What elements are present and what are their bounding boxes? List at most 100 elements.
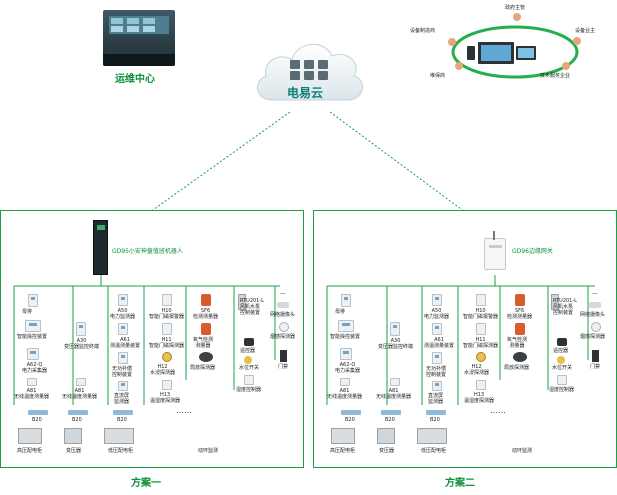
label-a61: A61 测温测量装置 xyxy=(424,337,455,349)
label-cam: 网络摄像头 xyxy=(270,312,296,318)
device-h11 xyxy=(476,323,486,335)
stakeholder-gov: 政府主管 xyxy=(505,5,526,11)
device-ext xyxy=(28,294,38,307)
label-rtu: RTU201-L 风机水泵 控制装置 xyxy=(240,298,264,316)
device-a81 xyxy=(340,378,350,386)
cloud-label: 电易云 xyxy=(287,86,324,100)
device-meter xyxy=(25,320,41,332)
device-irc xyxy=(432,352,442,364)
device-meter xyxy=(338,320,354,332)
lv-cabinet xyxy=(104,428,134,444)
label-lc: 湿度控制器 xyxy=(549,387,575,393)
device-lc xyxy=(557,375,567,385)
label-door: 门禁 xyxy=(278,364,289,370)
device-cam xyxy=(589,302,601,308)
device-o2 xyxy=(201,323,211,335)
label-a30: A30 变压器监控终端 xyxy=(64,338,100,350)
device-wl xyxy=(244,356,252,364)
device-a81 xyxy=(27,378,37,386)
device-smoke xyxy=(199,352,213,362)
person-icon xyxy=(448,38,456,46)
device-b20-1 xyxy=(28,410,48,415)
label-cam: 网络摄像头 xyxy=(580,312,606,318)
label-b20-2: B20 xyxy=(385,417,395,423)
device-rtu xyxy=(551,294,559,310)
gateway-label: GD96边缘网关 xyxy=(512,248,553,255)
label-a62: A62-Q 电力采集器 xyxy=(335,362,361,374)
bottom-label-4: 动环监测 xyxy=(512,448,533,454)
device-wl xyxy=(557,356,565,364)
robot-label: GD95小安神童值班机器人 xyxy=(112,248,183,255)
bottom-label-2: 变压器 xyxy=(379,448,395,454)
device-ac xyxy=(244,338,254,346)
device-b20-3 xyxy=(426,410,446,415)
device-rtu xyxy=(238,294,246,310)
cloud-icon xyxy=(257,43,363,101)
ops-center-photo xyxy=(103,10,175,66)
device-o2 xyxy=(515,323,525,335)
device-h13 xyxy=(162,380,172,390)
device-b20-1 xyxy=(341,410,361,415)
person-icon xyxy=(573,37,581,45)
bottom-label-3: 低压配电柜 xyxy=(108,448,134,454)
device-a62 xyxy=(340,348,352,360)
bottom-label-1: 高压配电柜 xyxy=(330,448,356,454)
label-h10: H10 智能门磁报警器 xyxy=(463,308,499,320)
device-h10 xyxy=(162,294,172,306)
label-wl: 水位开关 xyxy=(552,365,573,371)
label-smoke: 局放探测器 xyxy=(190,365,216,371)
label-ext: 母排 xyxy=(22,309,33,315)
label-sf6: SF6 检测测量器 xyxy=(193,308,219,320)
device-door xyxy=(592,350,599,362)
label-b20-1: B20 xyxy=(32,417,42,423)
label-a81b: A81 无线温度测量器 xyxy=(62,388,98,400)
label-door: 门禁 xyxy=(590,364,601,370)
label-a81: A81 无线温度测量器 xyxy=(14,388,50,400)
device-a50 xyxy=(118,294,128,306)
device-door xyxy=(280,350,287,362)
label-meter: 智能操控装置 xyxy=(330,334,361,340)
label-o2: 氧气检测 测量器 xyxy=(507,337,528,349)
label-h12: H12 水浸探测器 xyxy=(150,364,176,376)
label-ext: 母排 xyxy=(335,309,346,315)
label-b20-3: B20 xyxy=(430,417,440,423)
hv-cabinet xyxy=(18,428,42,444)
bottom-label-4: 动环监测 xyxy=(198,448,219,454)
bottom-label-3: 低压配电柜 xyxy=(421,448,447,454)
label-a50: A50 电力监测器 xyxy=(424,308,450,320)
label-wl: 水位开关 xyxy=(239,365,260,371)
device-h10 xyxy=(476,294,486,306)
device-b20-3 xyxy=(113,410,133,415)
label-b20-2: B20 xyxy=(72,417,82,423)
label-sd: 烟感探测器 xyxy=(580,334,606,340)
label-ac: 遥控器 xyxy=(553,348,569,354)
label-a81b: A81 无线温度测量器 xyxy=(376,388,412,400)
device-sf6 xyxy=(201,294,211,306)
device-dc xyxy=(432,381,442,391)
label-lc: 湿度控制器 xyxy=(236,387,262,393)
label-a50: A50 电力监测器 xyxy=(110,308,136,320)
device-a30 xyxy=(390,322,400,336)
label-h13: H13 温湿度探测器 xyxy=(150,392,181,404)
label-ac: 遥控器 xyxy=(240,348,256,354)
device-dc xyxy=(118,381,128,391)
label-b20-1: B20 xyxy=(345,417,355,423)
device-sf6 xyxy=(515,294,525,306)
label-a81: A81 无线温度测量器 xyxy=(327,388,363,400)
bottom-label-1: 高压配电柜 xyxy=(17,448,43,454)
device-a81b xyxy=(76,378,86,386)
label-smoke: 局放探测器 xyxy=(504,365,530,371)
label-sf6: SF6 检测测量器 xyxy=(507,308,533,320)
label-b20-3: B20 xyxy=(117,417,127,423)
person-icon xyxy=(513,13,521,21)
label-h11: H11 智能门磁探测器 xyxy=(463,337,499,349)
dots-right: …… xyxy=(490,406,506,415)
device-sd xyxy=(279,322,289,332)
device-b20-2 xyxy=(381,410,401,415)
stakeholder-ring xyxy=(451,25,579,79)
device-smoke xyxy=(513,352,527,362)
cloud-links xyxy=(149,111,466,213)
device-ac xyxy=(557,338,567,346)
panel-scheme-one xyxy=(0,210,304,468)
